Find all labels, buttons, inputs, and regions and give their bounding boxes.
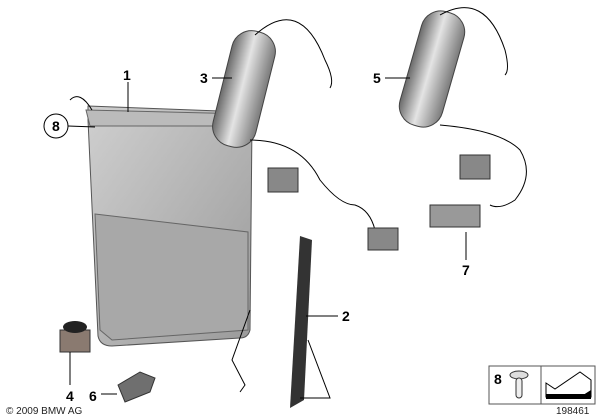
callout-8-circle bbox=[43, 113, 69, 139]
fastening-direction-icon bbox=[545, 371, 592, 399]
callout-3: 3 bbox=[200, 70, 208, 86]
cable-holder bbox=[429, 204, 481, 228]
callout-7: 7 bbox=[462, 262, 470, 278]
callout-1: 1 bbox=[123, 67, 131, 83]
callout-2: 2 bbox=[342, 308, 350, 324]
airbag-module-right bbox=[398, 7, 527, 208]
callout-lines bbox=[67, 77, 467, 395]
airbag-module-left bbox=[212, 19, 399, 251]
legend-part-number: 8 bbox=[494, 371, 502, 387]
wire-frame bbox=[231, 236, 331, 408]
legend-box: 8 bbox=[488, 365, 596, 405]
callout-6: 6 bbox=[89, 388, 97, 404]
switch-part-6 bbox=[117, 371, 156, 403]
copyright-text: © 2009 BMW AG bbox=[6, 406, 83, 417]
seat-back-panel bbox=[69, 96, 253, 347]
rivet-icon bbox=[509, 370, 529, 399]
diagram-number: 198461 bbox=[556, 406, 590, 417]
switch-part-4 bbox=[59, 321, 91, 353]
callout-5: 5 bbox=[373, 70, 381, 86]
callout-4: 4 bbox=[66, 388, 74, 404]
callout-8: 8 bbox=[52, 118, 60, 134]
